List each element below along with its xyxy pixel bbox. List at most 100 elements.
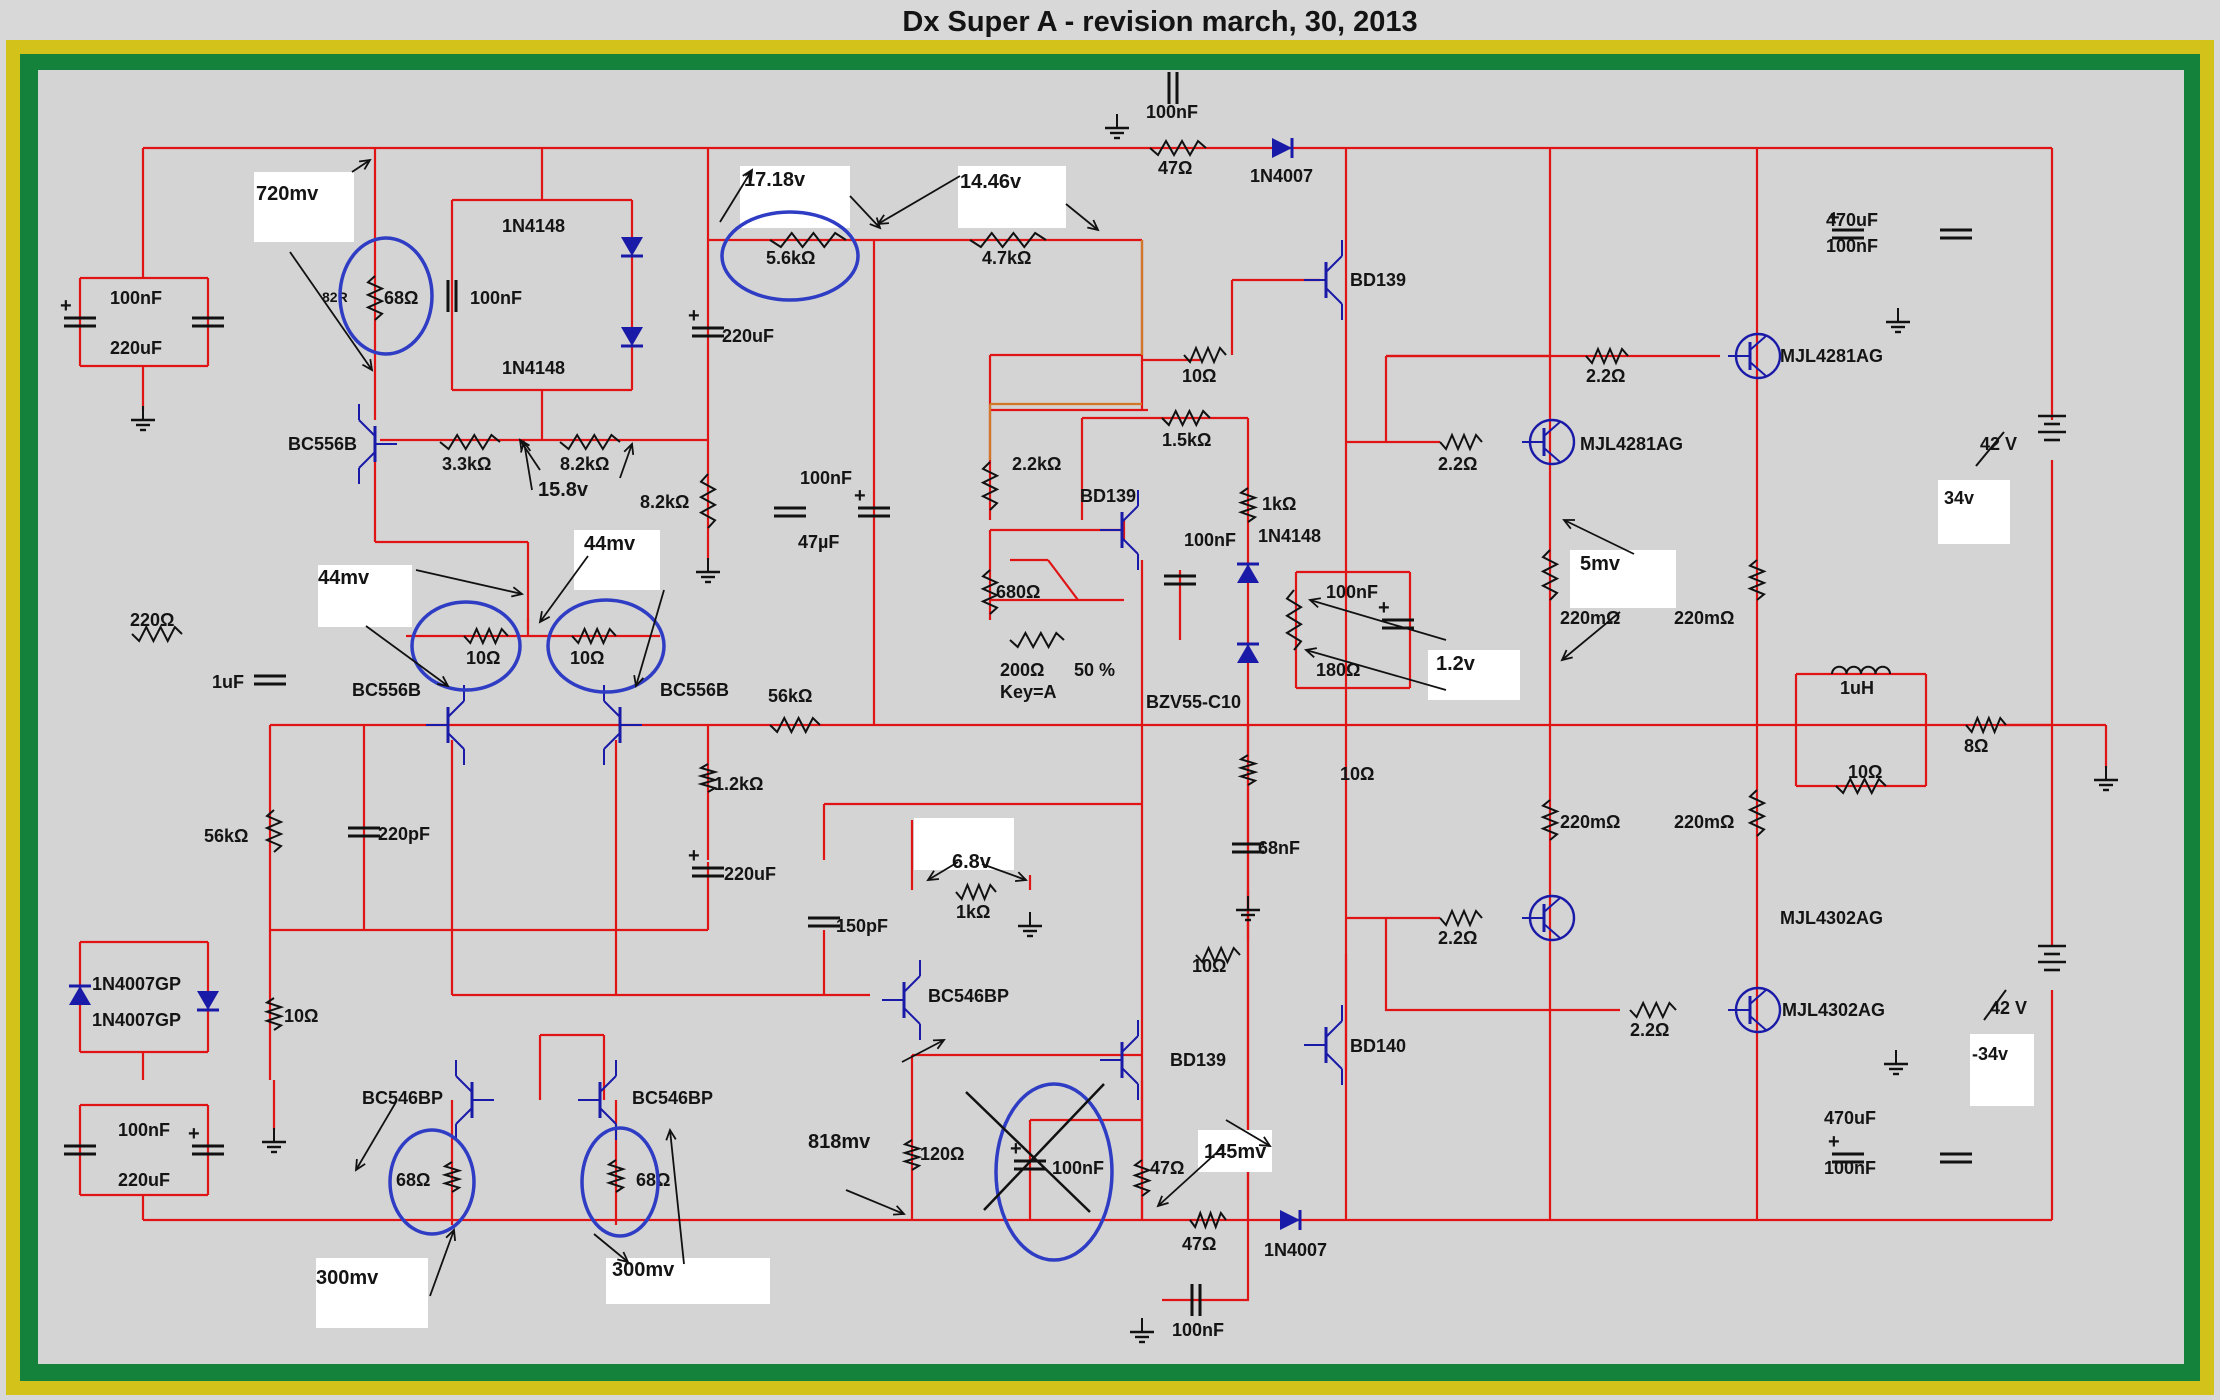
annotation-arrow <box>877 175 961 225</box>
label-8.2k-v: 8.2kΩ <box>640 492 689 512</box>
arrow-head <box>633 675 645 688</box>
label-100nF-b: 100nF <box>470 288 522 308</box>
svg-text:+: + <box>1378 597 1390 619</box>
resistor-1k-lower <box>955 882 997 902</box>
capacitor-68nF <box>1232 842 1264 854</box>
label-bc556b-right: BC556B <box>660 680 729 700</box>
pot-180 <box>1285 589 1303 651</box>
capacitor-100nF-f <box>1940 228 1972 240</box>
ground-b <box>696 558 720 584</box>
resistor-10-zener <box>1237 754 1259 786</box>
label-56k: 56kΩ <box>768 686 812 706</box>
label-100nF-top: 100nF <box>1146 102 1198 122</box>
label-bzv55: BZV55-C10 <box>1146 692 1241 712</box>
label-220uF-c: 220uF <box>724 864 776 884</box>
note-818mv: 818mv <box>808 1131 871 1153</box>
label-10-a: 10Ω <box>466 648 500 668</box>
annotation-arrow <box>1157 1145 1225 1207</box>
note-1.2v: 1.2v <box>1436 653 1476 675</box>
label-3.3k: 3.3kΩ <box>442 454 491 474</box>
label-5.6k: 5.6kΩ <box>766 248 815 268</box>
resistor-1.2k <box>697 763 719 793</box>
label-100nF-c: 100nF <box>800 468 852 488</box>
label-220uF-d: 220uF <box>118 1170 170 1190</box>
diode-1n4007gp-b <box>197 991 219 1012</box>
capacitor-47uF: + <box>854 485 890 518</box>
ground-f <box>1884 1050 1908 1076</box>
ground-out <box>2094 766 2118 792</box>
note-box <box>606 1258 770 1304</box>
label-220m-b: 220mΩ <box>1674 608 1734 628</box>
diode-1n4148-b <box>621 327 643 348</box>
annotation-arrow <box>619 443 633 479</box>
annotation-arrow <box>901 1039 945 1063</box>
label-1n4148-a: 1N4148 <box>502 216 565 236</box>
inductor-1uH <box>1831 665 1891 675</box>
diode-1n4007-bottom <box>1280 1210 1302 1230</box>
note-720mv: 720mv <box>256 183 319 205</box>
label-bc556b-top: BC556B <box>288 434 357 454</box>
annotation-arrow <box>429 1229 455 1297</box>
resistor-68-top <box>365 275 385 321</box>
transistor-bd139-mid <box>1100 490 1139 570</box>
capacitor-220pF <box>348 826 380 838</box>
label-1n4007gp-a: 1N4007GP <box>92 974 181 994</box>
annotation-circle <box>720 210 860 302</box>
resistor-56k-v <box>264 809 284 853</box>
annotation-circles <box>338 210 1114 1262</box>
note-5mv: 5mv <box>1580 553 1621 575</box>
annotation-circle <box>410 600 522 692</box>
label-mjl4302ag-a: MJL4302AG <box>1780 908 1883 928</box>
label-47-top: 47Ω <box>1158 158 1192 178</box>
label-220m-c: 220mΩ <box>1560 812 1620 832</box>
resistor-2.2-c <box>1439 908 1483 928</box>
arrow-head <box>1308 597 1321 609</box>
transistor-bd139-low <box>1100 1020 1139 1100</box>
transistor-mjl4281ag-b <box>1522 418 1576 466</box>
capacitor-150pF <box>808 916 840 928</box>
capacitor-1uF <box>254 674 286 686</box>
label-56k-v: 56kΩ <box>204 826 248 846</box>
label-120: 120Ω <box>920 1144 964 1164</box>
zener-bzv55 <box>1237 642 1259 663</box>
arrow-head <box>876 214 890 226</box>
label-100nF-d: 100nF <box>1184 530 1236 550</box>
label-680: 680Ω <box>996 582 1040 602</box>
resistor-1k <box>1237 487 1259 523</box>
label-100nF-e: 100nF <box>1326 582 1378 602</box>
arrow-head <box>892 1205 906 1216</box>
resistor-220m-a <box>1540 549 1560 601</box>
ground-c <box>1018 912 1042 938</box>
label-mjl4302ag-b: MJL4302AG <box>1782 1000 1885 1020</box>
label-8: 8Ω <box>1964 736 1988 756</box>
capacitor-100nF-b <box>446 280 458 312</box>
annotation-arrow <box>539 555 589 623</box>
note-145mv: 145mv <box>1204 1141 1267 1163</box>
label-10-zener: 10Ω <box>1340 764 1374 784</box>
arrow-head <box>926 870 940 882</box>
svg-text:+: + <box>188 1123 200 1145</box>
label-bc556b-left: BC556B <box>352 680 421 700</box>
label-10-bd140: 10Ω <box>1192 956 1226 976</box>
svg-text:+: + <box>854 485 866 507</box>
arrow-head <box>869 217 882 230</box>
capacitor-100nF-a <box>192 316 224 328</box>
resistor-220 <box>131 624 183 644</box>
resistor-10-in <box>263 997 285 1031</box>
label-1uF: 1uF <box>212 672 244 692</box>
note-box <box>1198 1130 1272 1172</box>
arrow-head <box>518 438 530 452</box>
resistor-47-lower <box>1132 1159 1152 1197</box>
label-68-top: 68Ω <box>384 288 418 308</box>
resistor-4.7k <box>969 231 1047 249</box>
label-10-bd139: 10Ω <box>1182 366 1216 386</box>
battery-pos <box>2038 414 2066 442</box>
label-mjl4281ag-b: MJL4281AG <box>1580 434 1683 454</box>
arrow-head <box>1014 871 1028 883</box>
transistor-bc546bp <box>882 960 921 1040</box>
note-box <box>316 1258 428 1328</box>
resistor-10-out <box>1835 776 1887 796</box>
arrow-head <box>1156 1195 1169 1208</box>
label-1n4148-c: 1N4148 <box>1258 526 1321 546</box>
